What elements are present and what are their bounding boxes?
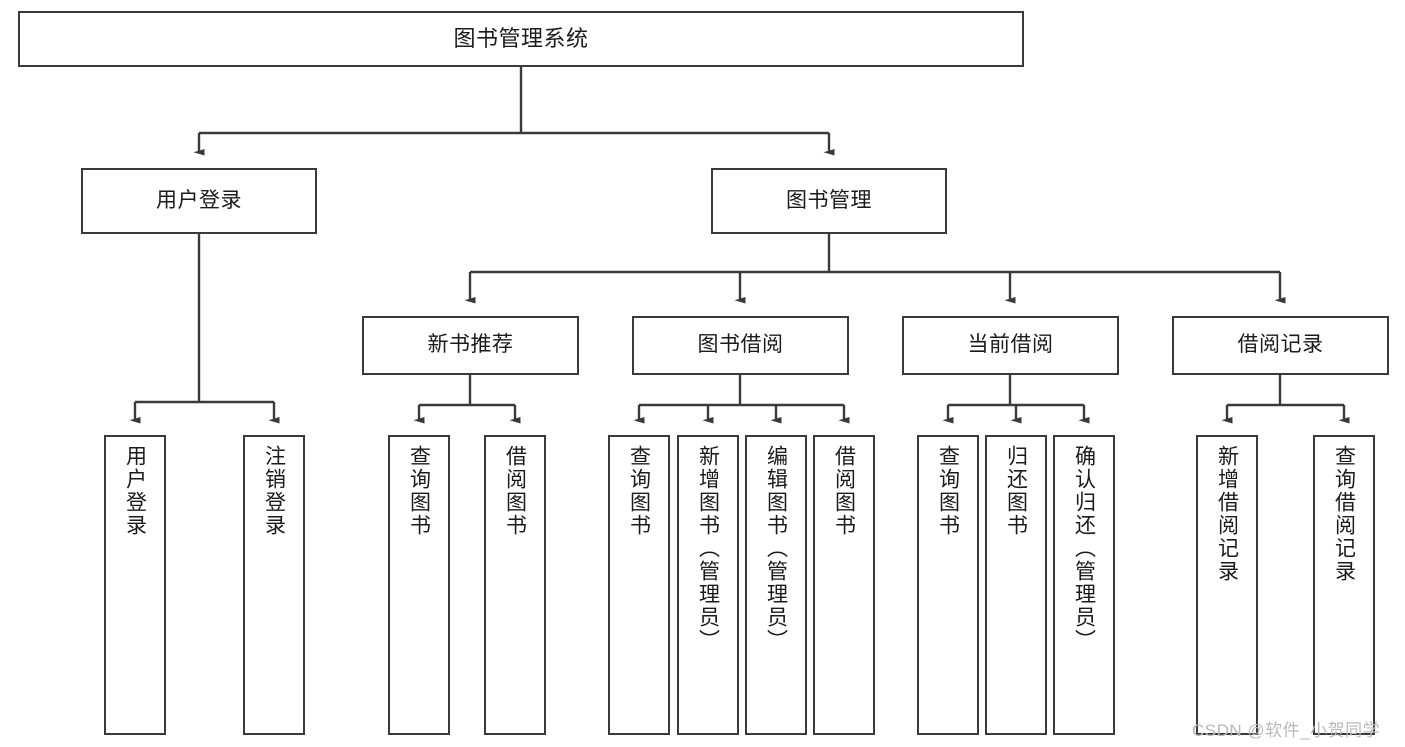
leaf-logout[interactable]: 注销登录 <box>243 435 305 735</box>
node-label: 新书推荐 <box>427 333 514 357</box>
node-root-system[interactable]: 图书管理系统 <box>18 11 1024 67</box>
node-borrow-record[interactable]: 借阅记录 <box>1172 316 1389 375</box>
leaf-user-login[interactable]: 用户登录 <box>104 435 166 735</box>
node-label: 用户登录 <box>156 188 242 212</box>
node-label: 新增图书（管理员） <box>696 445 720 652</box>
leaf-borrow-book-new[interactable]: 借阅图书 <box>484 435 546 735</box>
node-new-book-rec[interactable]: 新书推荐 <box>362 316 579 375</box>
node-label: 归还图书 <box>1004 445 1028 537</box>
node-book-borrow[interactable]: 图书借阅 <box>632 316 849 375</box>
node-label: 当前借阅 <box>967 333 1054 357</box>
node-label: 查询图书 <box>407 445 431 537</box>
node-label: 查询借阅记录 <box>1332 445 1356 583</box>
node-label: 图书管理 <box>786 188 872 212</box>
node-label: 图书借阅 <box>697 333 784 357</box>
leaf-add-book[interactable]: 新增图书（管理员） <box>677 435 739 735</box>
node-label: 确认归还（管理员） <box>1072 445 1096 652</box>
leaf-query-book-new[interactable]: 查询图书 <box>388 435 450 735</box>
leaf-borrow-book[interactable]: 借阅图书 <box>813 435 875 735</box>
node-label: 新增借阅记录 <box>1215 445 1239 583</box>
node-label: 注销登录 <box>262 445 286 537</box>
node-label: 借阅图书 <box>832 445 856 537</box>
csdn-watermark: CSDN @软件_小贺同学 <box>1192 721 1381 740</box>
node-book-manage[interactable]: 图书管理 <box>711 168 947 234</box>
node-label: 查询图书 <box>627 445 651 537</box>
leaf-return-book[interactable]: 归还图书 <box>985 435 1047 735</box>
node-label: 借阅图书 <box>503 445 527 537</box>
leaf-query-book-borrow[interactable]: 查询图书 <box>608 435 670 735</box>
leaf-add-borrow-record[interactable]: 新增借阅记录 <box>1196 435 1258 735</box>
node-label: 编辑图书（管理员） <box>764 445 788 652</box>
leaf-edit-book[interactable]: 编辑图书（管理员） <box>745 435 807 735</box>
node-label: 查询图书 <box>936 445 960 537</box>
node-label: 图书管理系统 <box>453 26 589 52</box>
leaf-confirm-return[interactable]: 确认归还（管理员） <box>1053 435 1115 735</box>
leaf-query-book-current[interactable]: 查询图书 <box>917 435 979 735</box>
node-current-borrow[interactable]: 当前借阅 <box>902 316 1119 375</box>
node-user-login[interactable]: 用户登录 <box>81 168 317 234</box>
node-label: 借阅记录 <box>1237 333 1324 357</box>
leaf-query-borrow-record[interactable]: 查询借阅记录 <box>1313 435 1375 735</box>
node-label: 用户登录 <box>123 445 147 537</box>
